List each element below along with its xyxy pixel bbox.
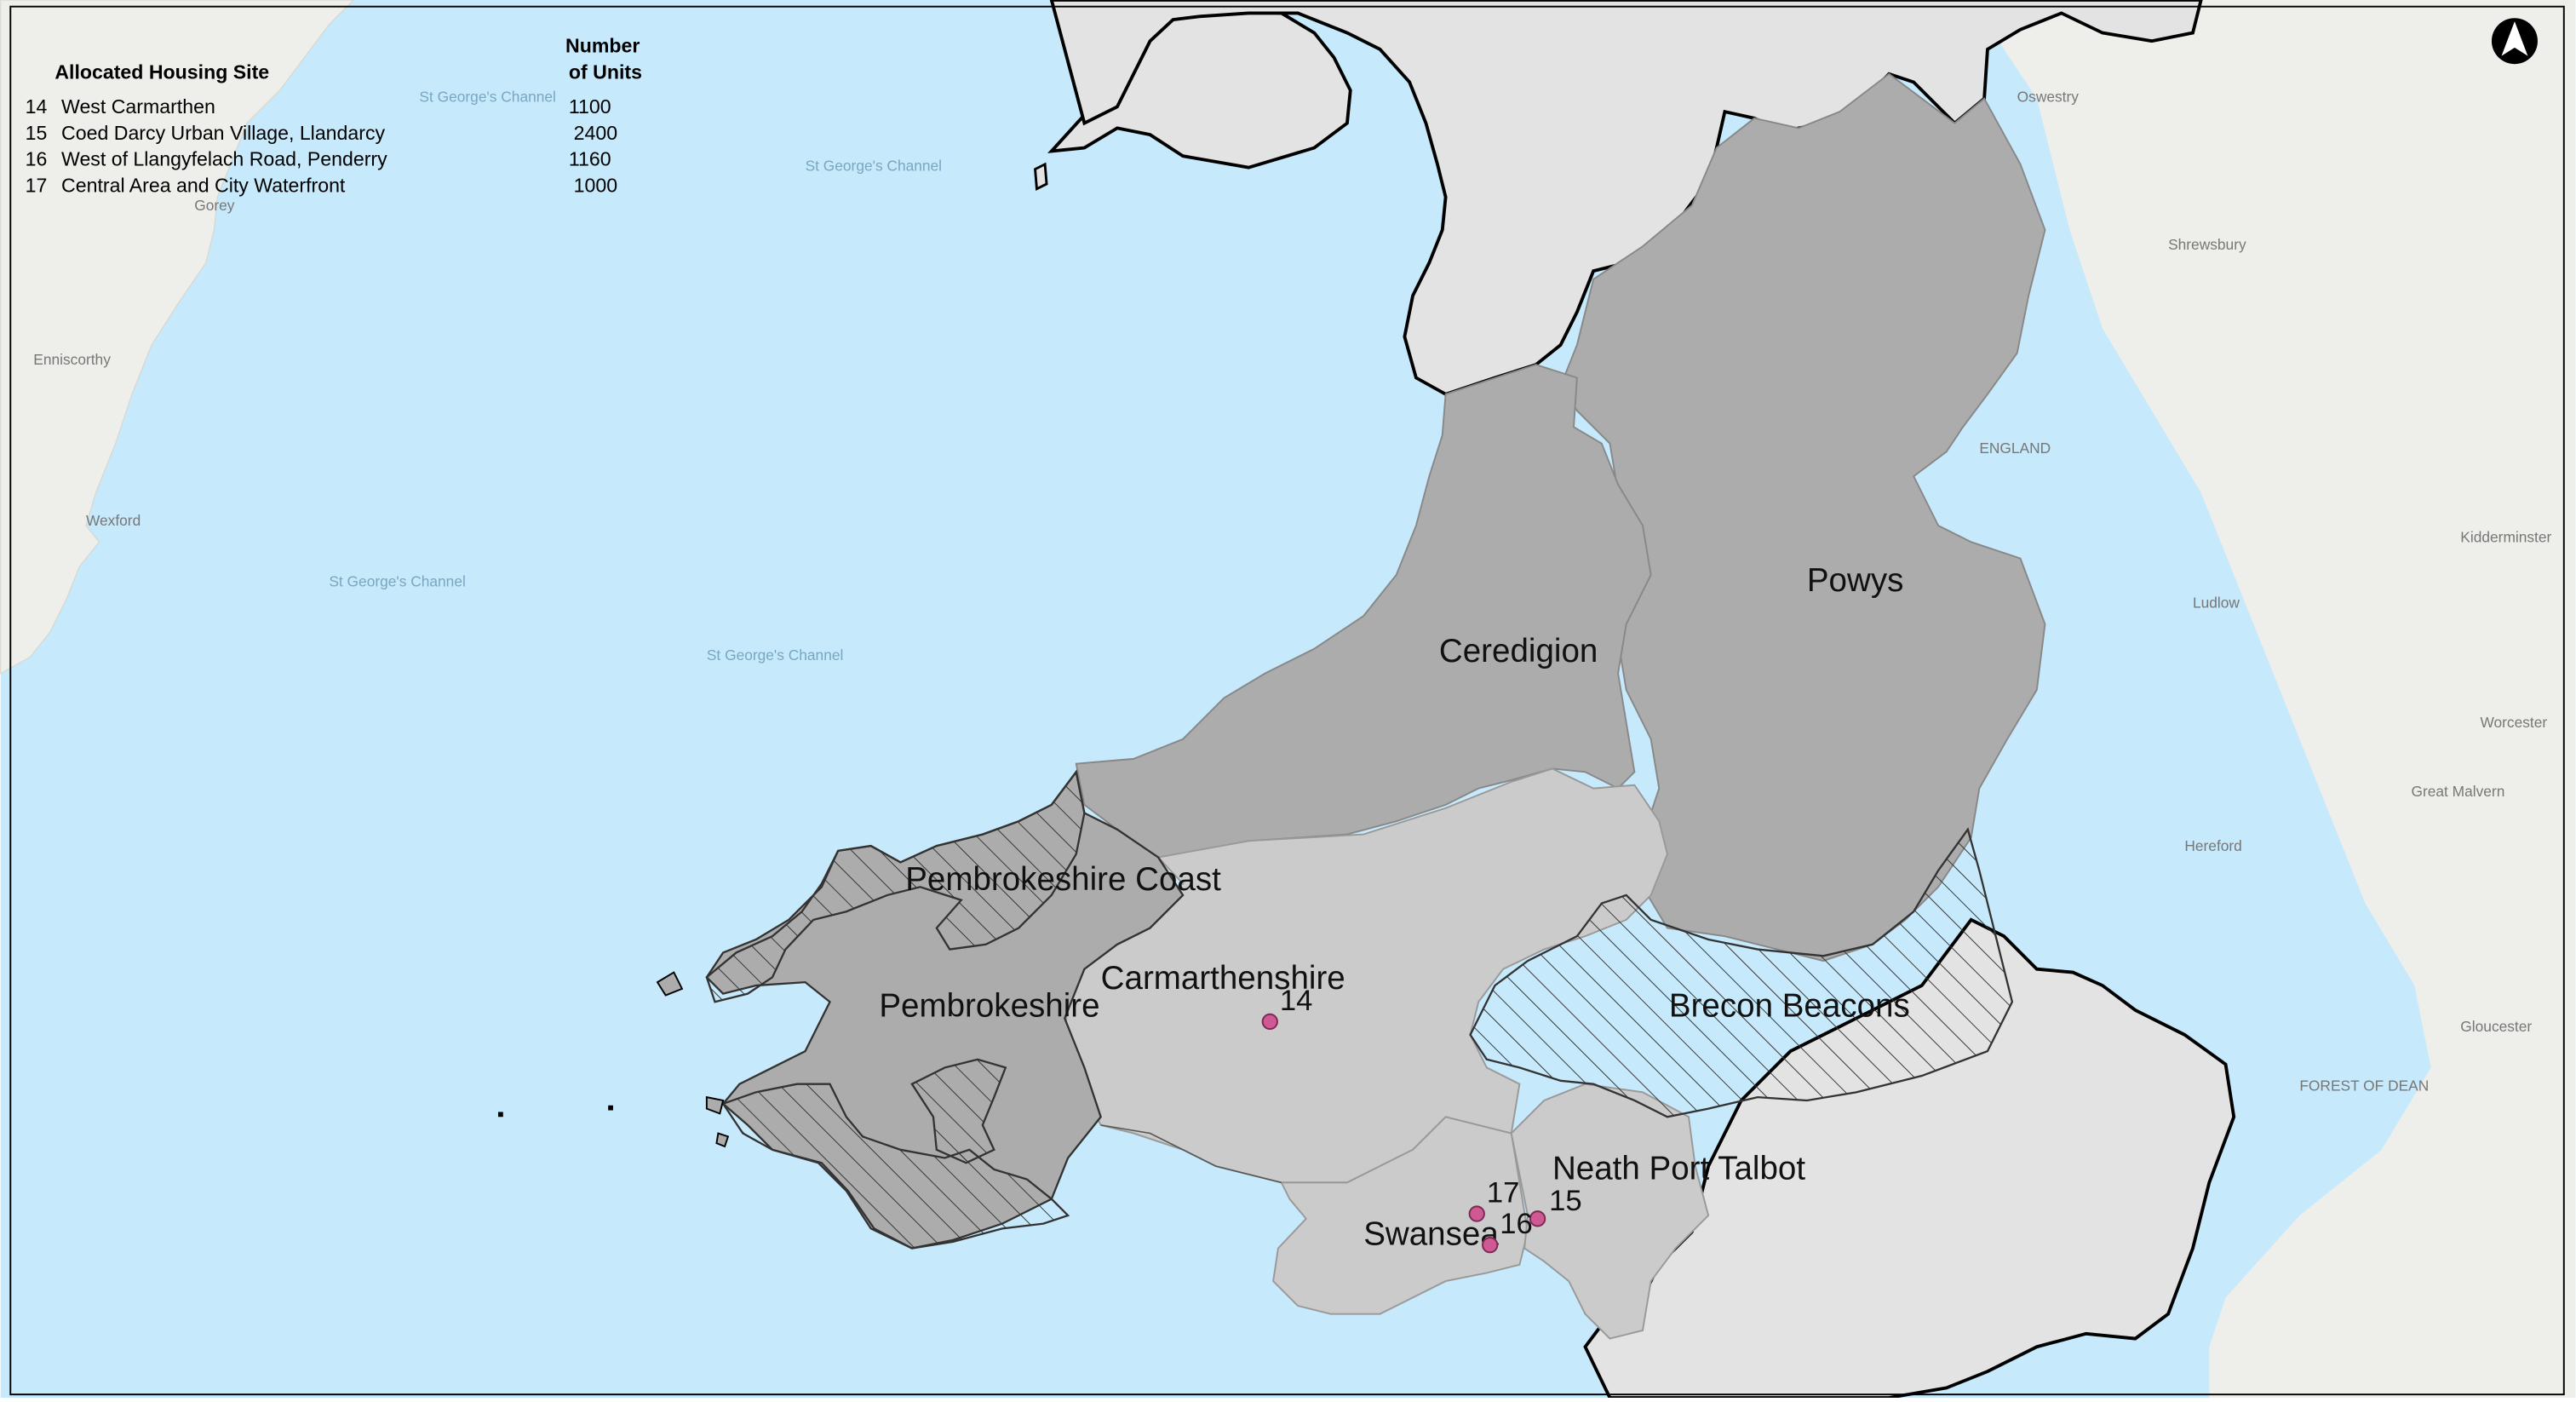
island-2 [705, 1095, 725, 1115]
sea-label-3: St George's Channel [329, 572, 465, 589]
region-label-carmarthenshire: Carmarthenshire [1101, 960, 1345, 997]
site-label-15: 15 [1549, 1185, 1582, 1217]
legend-row-id: 17 [26, 175, 48, 197]
legend-header-site: Allocated Housing Site [55, 61, 269, 83]
legend-row-id: 14 [26, 95, 48, 118]
island-3 [715, 1132, 730, 1148]
legend-row-id: 15 [26, 122, 48, 144]
town-label-forest: FOREST OF DEAN [2299, 1077, 2429, 1094]
legend-row-name: West Carmarthen [61, 95, 215, 118]
legend-row-name: West of Llangyfelach Road, Penderry [61, 148, 387, 170]
swansea-region [1272, 1116, 1529, 1315]
site-label-17: 17 [1487, 1177, 1520, 1210]
town-label-malvern: Great Malvern [2411, 783, 2504, 800]
site-label-14: 14 [1280, 985, 1313, 1017]
site-marker-15[interactable] [1529, 1210, 1546, 1227]
north-wales-mainland [1049, 0, 2203, 396]
island-1 [656, 971, 684, 997]
region-label-pembrokeshire-coast: Pembrokeshire Coast [905, 861, 1221, 898]
town-label-shrewsbury: Shrewsbury [2168, 236, 2246, 253]
sea-label-2: St George's Channel [806, 158, 942, 175]
england-basemap [1971, 0, 2576, 1398]
town-label-enniscorthy: Enniscorthy [33, 351, 111, 368]
legend-row-units: 1100 [569, 95, 611, 118]
island-6 [1034, 162, 1048, 192]
town-label-kidderminster: Kidderminster [2460, 528, 2551, 545]
legend-row-id: 16 [26, 148, 48, 170]
island-5 [608, 1105, 613, 1111]
north-arrow-icon [2491, 18, 2538, 65]
region-label-pembrokeshire: Pembrokeshire [879, 988, 1099, 1025]
region-label-neath-port-talbot: Neath Port Talbot [1552, 1151, 1805, 1187]
legend-row-units: 1160 [569, 148, 611, 170]
town-label-wexford: Wexford [86, 512, 141, 529]
town-label-gorey: Gorey [194, 197, 235, 214]
legend-row-units: 1000 [574, 175, 617, 197]
brecon-beacons-park [1469, 827, 2014, 1118]
region-label-ceredigion: Ceredigion [1439, 633, 1598, 669]
pembrokeshire-coast-park-south [721, 1083, 1070, 1250]
sea-label-4: St George's Channel [707, 646, 843, 664]
island-4 [497, 1112, 503, 1118]
legend-row-units: 2400 [574, 122, 617, 144]
town-label-hereford: Hereford [2184, 837, 2241, 854]
town-label-england: ENGLAND [1979, 440, 2051, 457]
region-label-brecon-beacons: Brecon Beacons [1669, 988, 1910, 1025]
legend-row-name: Central Area and City Waterfront [61, 175, 346, 197]
ceredigion-region [1075, 364, 1652, 859]
legend: Allocated Housing Site Number of Units 1… [26, 35, 642, 197]
ireland-land [0, 0, 355, 675]
south-coastline [1100, 1124, 1282, 1184]
region-label-swansea: Swansea [1363, 1216, 1499, 1253]
legend-header-units-1: Number [565, 35, 640, 57]
legend-header-units-2: of Units [569, 61, 642, 83]
map-border [9, 5, 2565, 1396]
town-label-ludlow: Ludlow [2193, 594, 2240, 611]
site-marker-16[interactable] [1482, 1237, 1499, 1254]
southeast-land [1583, 917, 2236, 1399]
sea-label-1: St George's Channel [419, 89, 555, 106]
pembrokeshire-coast-park-inner [910, 1058, 1007, 1164]
town-label-gloucester: Gloucester [2460, 1018, 2532, 1035]
site-marker-14[interactable] [1261, 1013, 1278, 1031]
site-marker-17[interactable] [1468, 1205, 1485, 1222]
pembrokeshire-coast-park [705, 769, 1086, 1003]
legend-row-name: Coed Darcy Urban Village, Llandarcy [61, 122, 385, 144]
town-label-oswestry: Oswestry [2017, 89, 2080, 106]
site-label-16: 16 [1500, 1208, 1533, 1240]
region-label-powys: Powys [1807, 562, 1904, 599]
town-label-worcester: Worcester [2480, 714, 2547, 731]
